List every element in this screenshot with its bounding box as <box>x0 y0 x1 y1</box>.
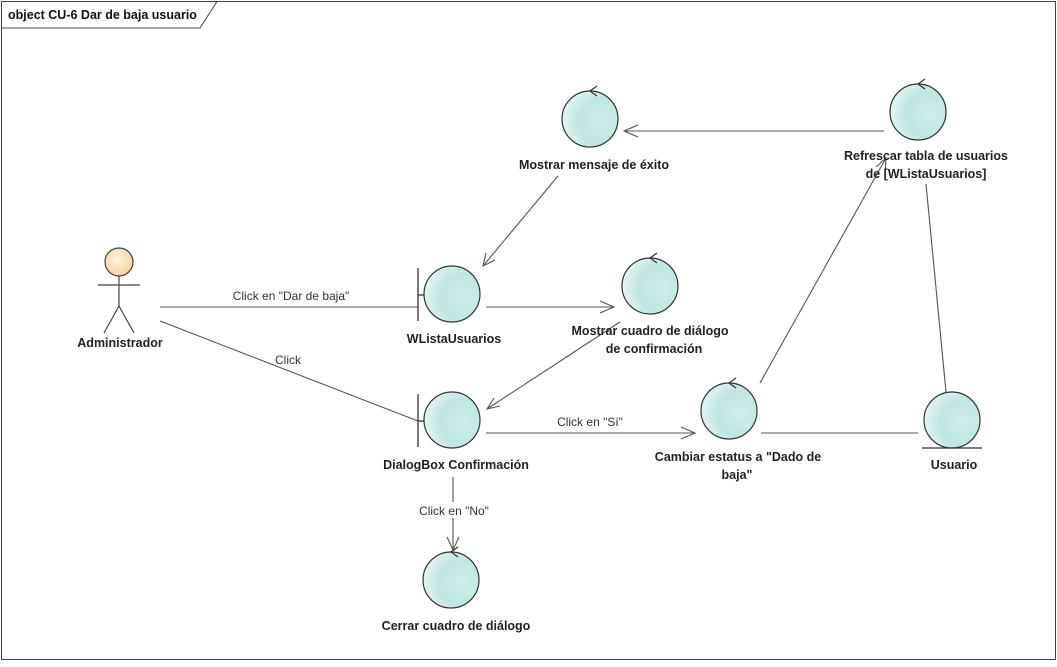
frame-title: object CU-6 Dar de baja usuario <box>8 8 197 22</box>
control-arrow-icon <box>649 252 658 264</box>
control-cambiar-estatus: Cambiar estatus a "Dado de baja" <box>655 377 821 482</box>
arrowhead <box>622 124 639 138</box>
arrowhead <box>875 156 887 174</box>
actor-administrador: Administrador <box>77 247 163 350</box>
control-cerrar-cuadro: Cerrar cuadro de diálogo <box>382 546 531 633</box>
arrowhead <box>482 252 496 268</box>
frame-title-tab <box>1 1 218 29</box>
node-label-line2: de confirmación <box>606 342 703 356</box>
arrowhead <box>680 426 697 440</box>
node-label: WListaUsuarios <box>407 332 502 346</box>
edge-label-click-no: Click en "No" <box>419 504 489 518</box>
control-refrescar-tabla: Refrescar tabla de usuarios de [WListaUs… <box>844 78 1008 181</box>
node-label-line1: Refrescar tabla de usuarios <box>844 149 1008 163</box>
control-arrow-icon <box>917 78 926 90</box>
edge-label-click-si: Click en "Sí" <box>557 415 623 429</box>
edge-mostrar-exito-wlista <box>482 175 559 267</box>
boundary-dialogbox: DialogBox Confirmación <box>383 391 529 472</box>
edge-admin-dialogbox <box>159 320 419 422</box>
edge-mostrar-cuadro-dialogbox <box>486 321 621 410</box>
boundary-wlistausuarios: WListaUsuarios <box>407 265 502 346</box>
edge-label-click-dar-baja: Click en "Dar de baja" <box>233 289 350 303</box>
edge-label-click: Click <box>275 353 302 367</box>
node-label-line1: Mostrar cuadro de diálogo <box>572 324 729 338</box>
node-label: Cerrar cuadro de diálogo <box>382 619 531 633</box>
arrowhead <box>599 300 616 314</box>
edge-cambiar-refrescar <box>759 157 887 384</box>
node-label-line2: de [WListaUsuarios] <box>866 167 987 181</box>
node-label-line2: baja" <box>722 468 753 482</box>
node-label: Mostrar mensaje de éxito <box>519 158 669 172</box>
control-mostrar-cuadro: Mostrar cuadro de diálogo de confirmació… <box>572 252 729 356</box>
edge-label-bg <box>412 502 496 518</box>
arrowhead <box>485 397 501 410</box>
control-arrow-icon <box>450 546 459 558</box>
edge-refrescar-usuario <box>925 183 947 393</box>
node-label: Usuario <box>931 458 978 472</box>
control-mostrar-exito: Mostrar mensaje de éxito <box>519 85 669 172</box>
entity-usuario: Usuario <box>922 391 982 472</box>
control-arrow-icon <box>589 85 598 97</box>
actor-label: Administrador <box>77 336 163 350</box>
actor-head <box>104 247 134 277</box>
control-arrow-icon <box>728 377 737 389</box>
node-label-line1: Cambiar estatus a "Dado de <box>655 450 821 464</box>
node-label: DialogBox Confirmación <box>383 458 529 472</box>
